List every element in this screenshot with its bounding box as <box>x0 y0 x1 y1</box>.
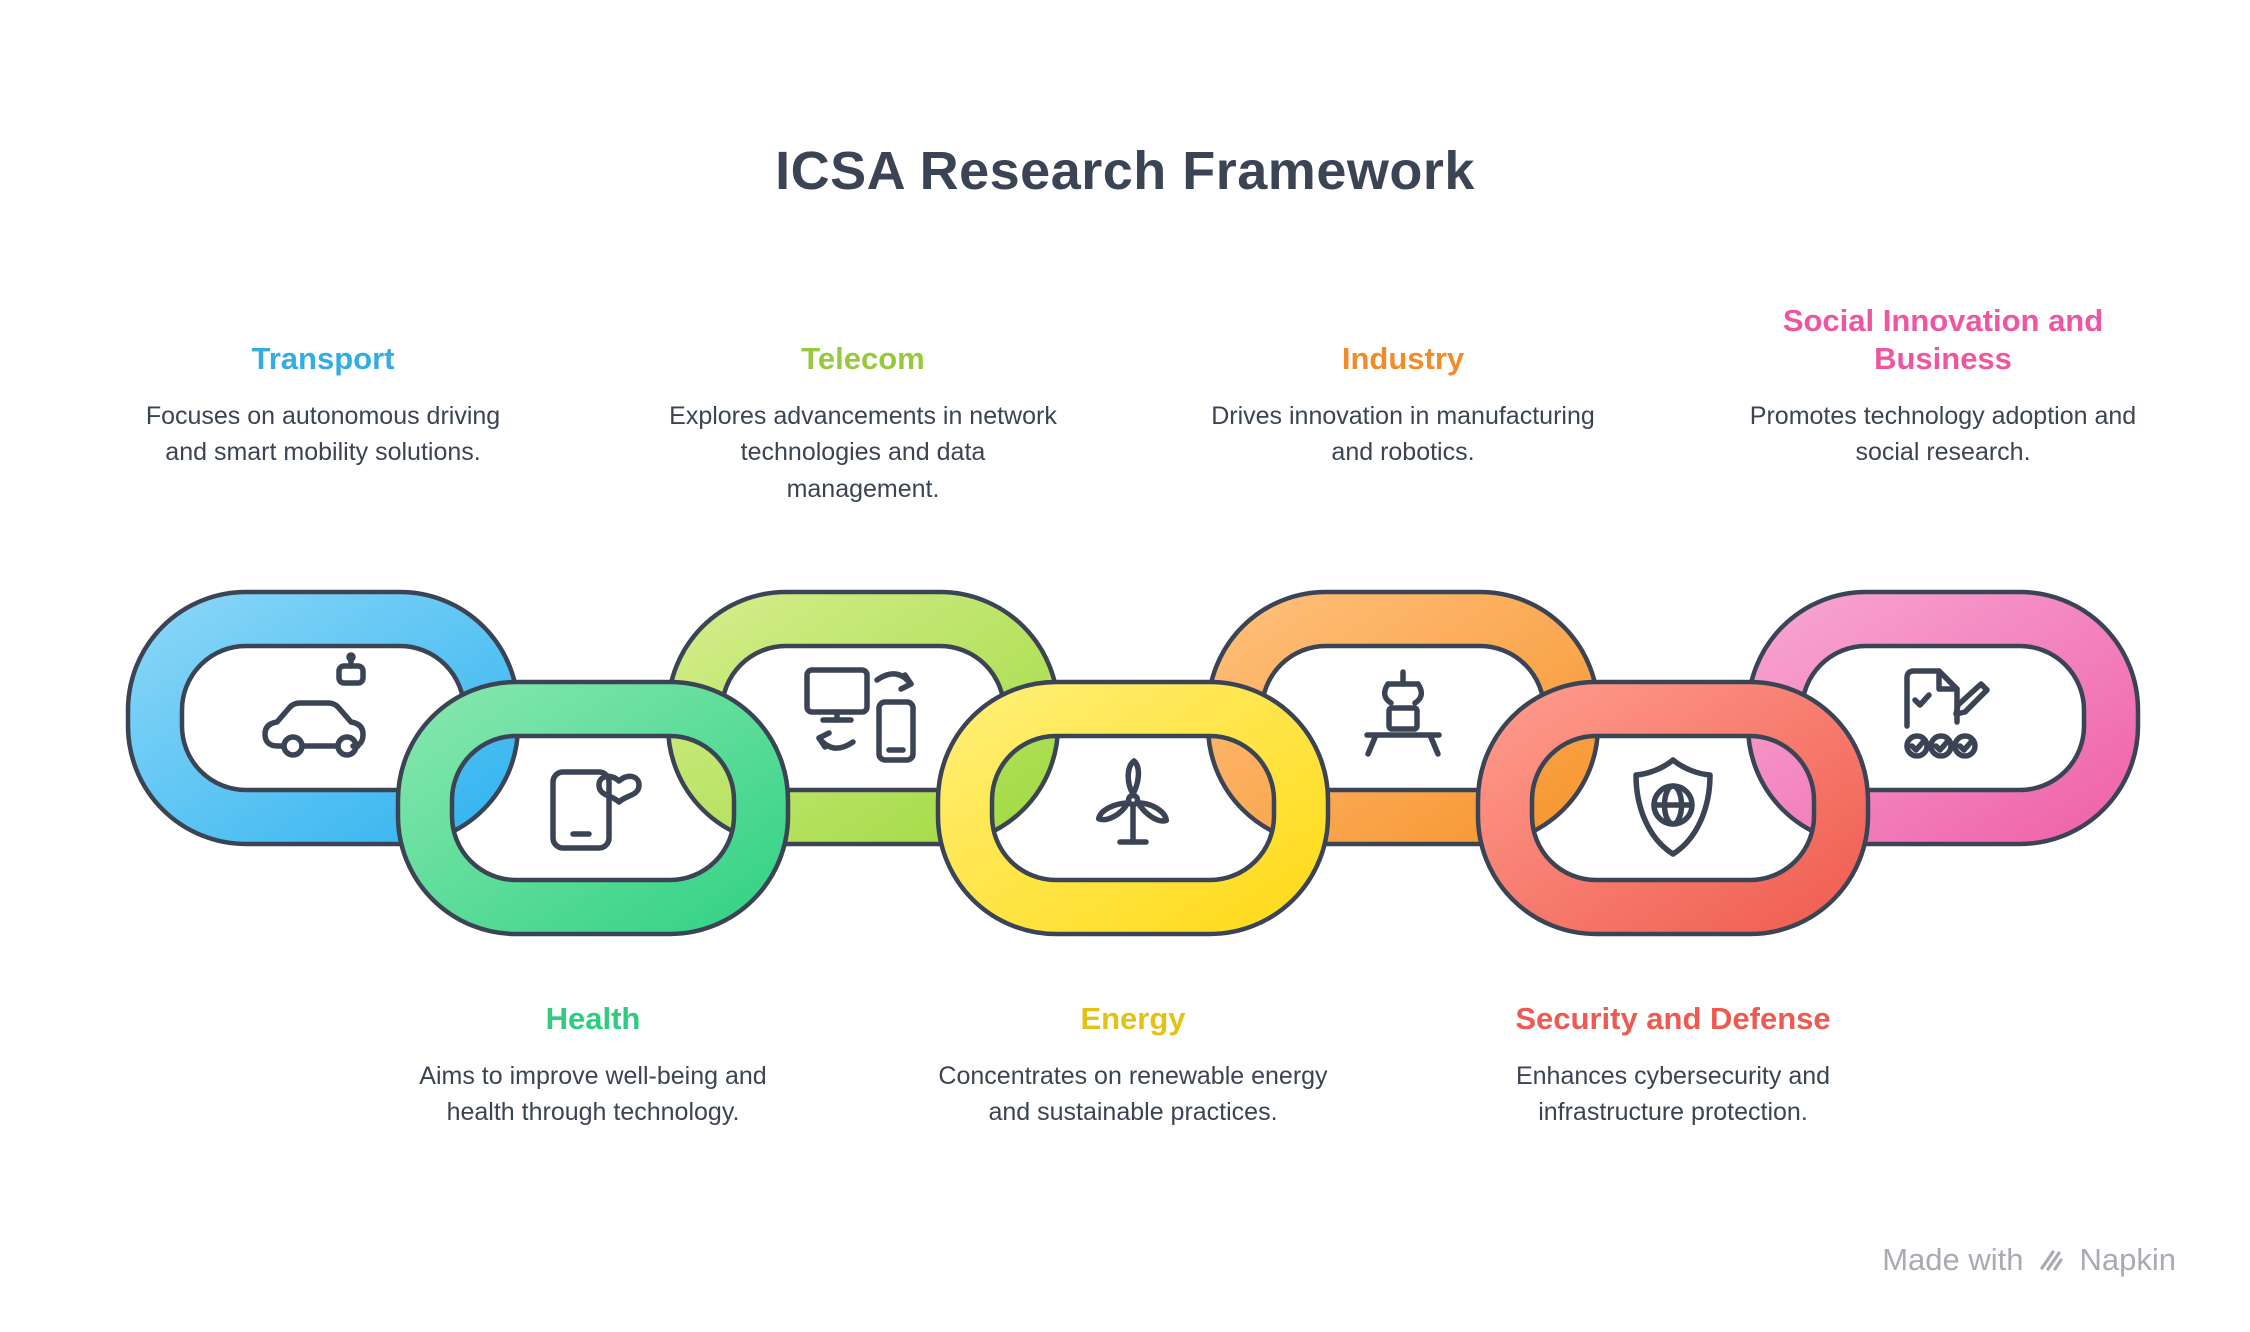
napkin-logo-icon <box>2039 1250 2063 1271</box>
category-telecom: Telecom Explores advancements in network… <box>663 298 1063 507</box>
wind-turbine-icon <box>1095 758 1170 845</box>
category-title-security: Security and Defense <box>1515 1001 1831 1036</box>
category-transport: Transport Focuses on autonomous driving … <box>123 298 523 471</box>
chain-link-security <box>1475 679 1871 937</box>
napkin-brand-label: Napkin <box>2079 1242 2177 1277</box>
category-description-transport: Focuses on autonomous driving and smart … <box>145 402 501 467</box>
health-monitor-icon <box>550 769 642 851</box>
category-description-health: Aims to improve well-being and health th… <box>419 1061 767 1127</box>
chain-icons <box>262 652 1990 857</box>
shield-globe-icon <box>1633 757 1713 857</box>
category-energy: Energy Concentrates on renewable energy … <box>933 1000 1333 1130</box>
category-description-energy: Concentrates on renewable energy and sus… <box>938 1061 1328 1127</box>
category-security: Security and Defense Enhances cybersecur… <box>1473 1000 1873 1130</box>
category-title-social: Social Innovation and Business <box>1782 303 2104 377</box>
chain-link-energy <box>935 679 1331 937</box>
category-health: Health Aims to improve well-being and he… <box>393 1000 793 1130</box>
category-industry: Industry Drives innovation in manufactur… <box>1203 298 1603 471</box>
page-title: ICSA Research Framework <box>775 141 1475 201</box>
devices-sync-icon <box>804 667 916 763</box>
category-description-industry: Drives innovation in manufacturing and r… <box>1211 402 1595 467</box>
robot-arm-icon <box>1364 669 1442 757</box>
category-social: Social Innovation and Business Promotes … <box>1743 298 2143 471</box>
category-title-industry: Industry <box>1341 341 1465 377</box>
autonomous-car-icon <box>262 652 366 758</box>
survey-people-icon <box>1904 668 1990 759</box>
category-title-health: Health <box>545 1001 641 1036</box>
chain-link-social <box>1745 589 2141 847</box>
category-description-security: Enhances cybersecurity and infrastructur… <box>1515 1061 1831 1127</box>
category-title-energy: Energy <box>1080 1001 1186 1036</box>
made-with-label: Made with <box>1882 1242 2024 1277</box>
chain-links-bottom-row <box>395 679 1871 937</box>
category-title-transport: Transport <box>251 341 395 377</box>
made-with-napkin[interactable]: Made with Napkin <box>1882 1242 2176 1278</box>
category-description-social: Promotes technology adoption and social … <box>1749 402 2137 467</box>
category-title-telecom: Telecom <box>801 341 925 377</box>
chain-link-health <box>395 679 791 937</box>
category-description-telecom: Explores advancements in network technol… <box>669 402 1057 503</box>
